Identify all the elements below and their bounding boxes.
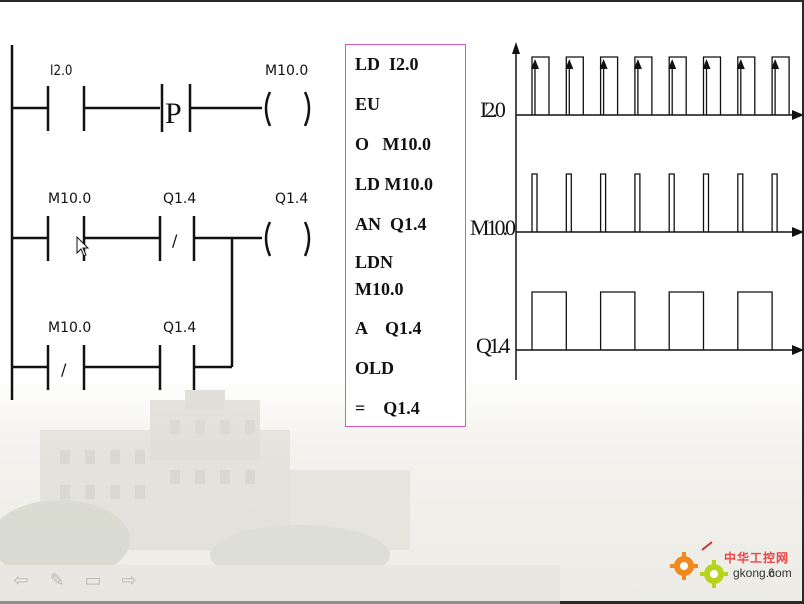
background-building-image	[0, 390, 560, 604]
rising-edge-arrowhead	[702, 59, 711, 69]
coil-m10-0-left	[264, 91, 272, 127]
instruction-line: A Q1.4	[355, 318, 422, 338]
coil-m10-0-right	[303, 91, 311, 127]
instruction-line: OLD	[355, 358, 395, 378]
rung1-contact-label: I2.0	[50, 63, 72, 79]
rising-edge-arrowhead	[736, 59, 745, 69]
prev-slide-icon[interactable]: ⇦	[13, 570, 29, 590]
instruction-line: LD M10.0	[355, 174, 433, 194]
rising-edge-arrowhead	[633, 59, 642, 69]
i2-0-pulse	[634, 56, 653, 115]
i2-0-pulse	[565, 56, 584, 115]
rung2-contact2-label: Q1.4	[163, 191, 196, 207]
next-slide-icon[interactable]: ⇨	[121, 570, 137, 590]
q1-4-pulse	[668, 291, 705, 350]
gkong-logo	[670, 541, 728, 588]
rung3-nc-slash: /	[61, 360, 67, 379]
i2-0-pulse	[771, 56, 790, 115]
q1-4-pulse	[531, 291, 567, 350]
rung2-coil-label: Q1.4	[275, 191, 308, 207]
i2-0-pulse	[531, 56, 550, 115]
m10-0-pulse	[565, 173, 572, 232]
rising-edge-arrowhead	[771, 59, 780, 69]
right-rule	[802, 0, 804, 604]
rung3-contact2-label: Q1.4	[163, 320, 196, 336]
page-number: 6	[768, 566, 775, 580]
m10-0-pulse	[531, 173, 538, 232]
rising-edge-arrowhead	[668, 59, 677, 69]
instruction-line: LDN M10.0	[355, 252, 404, 299]
rung2-nc-slash: /	[172, 231, 178, 250]
instruction-line: EU	[355, 94, 381, 114]
timing-diagram: I2.0 M10.0 Q1.4	[470, 42, 804, 380]
m10-0-pulse	[599, 173, 607, 232]
q1-4-pulse	[737, 291, 773, 350]
m10-0-pulse	[771, 173, 778, 232]
instruction-list: LD I2.0 EU O M10.0 LD M10.0 AN Q1.4 LDN …	[345, 44, 466, 427]
gear-icon	[670, 541, 728, 588]
ladder-wiring	[10, 45, 311, 400]
i2-0-pulse	[668, 56, 687, 115]
rising-edge-arrowhead	[565, 59, 574, 69]
signal-label-q1-4: Q1.4	[476, 333, 510, 358]
pen-icon[interactable]: ✎	[49, 570, 65, 590]
i2-0-pulse	[702, 56, 722, 115]
i2-0-pulse	[737, 56, 756, 115]
signal-label-m10-0: M10.0	[470, 215, 516, 240]
rising-edge-arrowhead	[531, 59, 539, 69]
rung2-contact1-label: M10.0	[48, 191, 91, 207]
q1-4-pulse	[599, 291, 636, 350]
m10-0-pulse	[737, 173, 744, 232]
ladder-diagram: I2.0 P M10.0 M10.0 Q1.4 / Q1.4 M10.0 / Q…	[10, 45, 311, 400]
pulse-p-symbol: P	[165, 97, 182, 130]
instruction-line: AN Q1.4	[355, 214, 427, 234]
baseline-arrow-0	[792, 110, 804, 120]
vertical-axis-arrow	[512, 42, 520, 54]
baseline-arrow-2	[792, 345, 804, 355]
m10-0-pulse	[702, 173, 710, 232]
logo-chinese-text: 中华工控网	[724, 551, 790, 565]
m10-0-pulse	[634, 173, 641, 232]
m10-0-pulse	[668, 173, 675, 232]
instruction-line: LD I2.0	[355, 54, 419, 74]
baseline-arrow-1	[792, 227, 804, 237]
rising-edge-arrowhead	[599, 59, 608, 69]
slide-navigation: ⇦ ✎ ▭ ⇨	[8, 568, 142, 592]
menu-icon[interactable]: ▭	[84, 570, 102, 590]
mouse-cursor-icon	[76, 236, 90, 257]
instruction-line: = Q1.4	[355, 398, 420, 418]
i2-0-pulse	[599, 56, 619, 115]
rung1-coil-label: M10.0	[265, 63, 308, 79]
logo-domain-text: gkong.com	[733, 566, 792, 580]
instruction-line: O M10.0	[355, 134, 431, 154]
signal-label-i2-0: I2.0	[480, 97, 506, 122]
top-rule	[0, 0, 804, 2]
rung3-contact1-label: M10.0	[48, 320, 91, 336]
